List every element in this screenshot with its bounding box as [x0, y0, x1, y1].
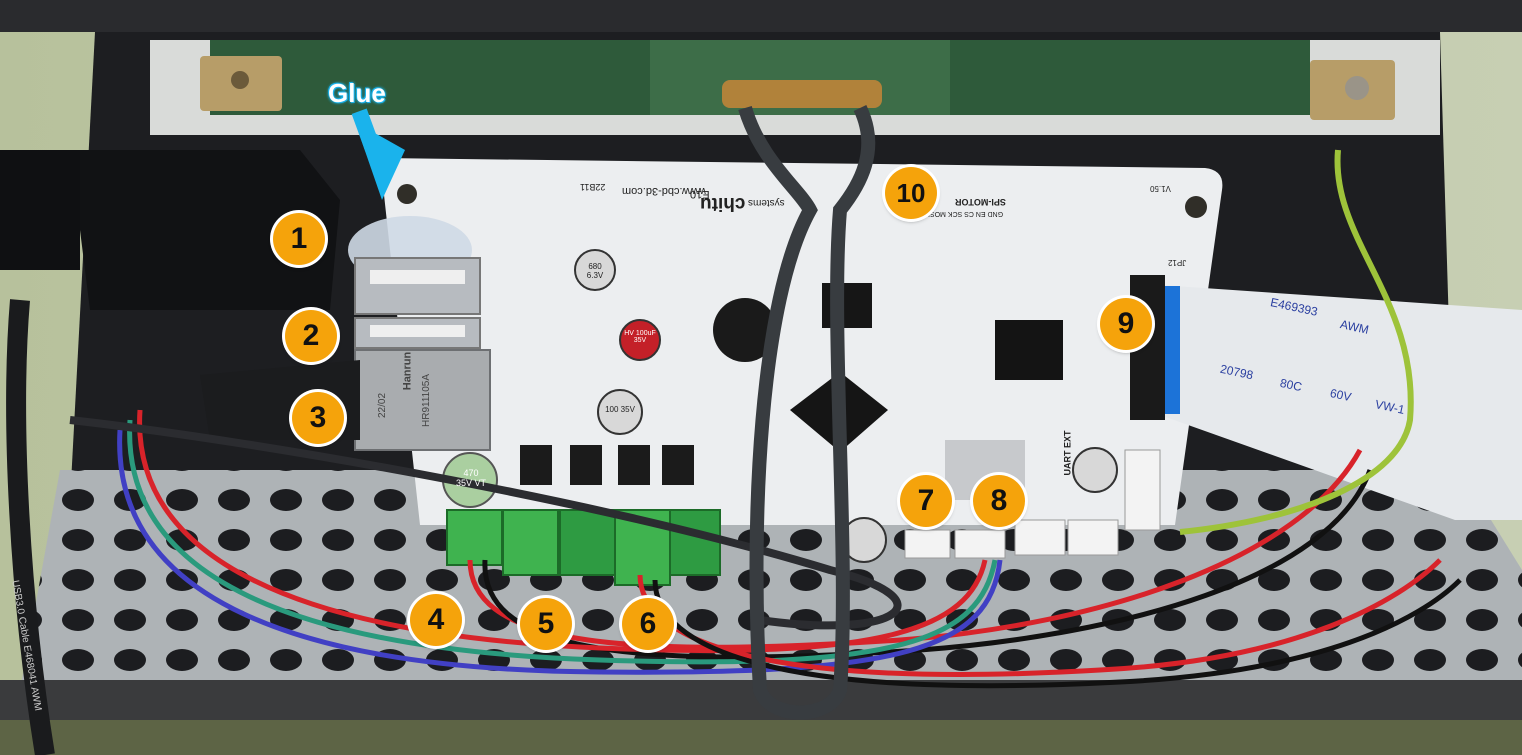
capacitor-100-label: 100 35V	[605, 405, 635, 414]
table-surface	[0, 720, 1522, 755]
callout-8: 8	[973, 475, 1025, 527]
ground-wire	[1179, 149, 1414, 535]
board-date-code: 22B11	[580, 182, 606, 192]
connector-7	[904, 529, 951, 559]
spi-motor-label: SPI-MOTOR	[955, 197, 1006, 207]
fpc-ribbon	[1160, 285, 1522, 520]
board-website: www.cbd-3d.com	[622, 185, 706, 197]
mosfet	[520, 445, 552, 485]
left-screw	[231, 71, 249, 89]
mosfet	[618, 445, 650, 485]
callout-10: 10	[885, 167, 937, 219]
board-standoff	[1185, 196, 1207, 218]
chip	[822, 283, 872, 328]
wire-black-2	[652, 578, 1462, 689]
connector	[1124, 449, 1161, 531]
capacitor-right	[1072, 447, 1118, 493]
connector-8	[954, 529, 1006, 559]
ethernet-jack	[354, 349, 491, 451]
usb-cable	[6, 299, 55, 755]
housing-top	[0, 0, 1522, 32]
terminal-block	[559, 509, 616, 576]
callout-5: 5	[520, 598, 572, 650]
capacitor-470-label: 470 35V VT	[455, 468, 486, 488]
display-cable	[738, 104, 876, 720]
callout-9: 9	[1100, 298, 1152, 350]
wire-blue	[117, 429, 1003, 675]
callout-3: 3	[292, 392, 344, 444]
usb-port-1	[354, 257, 481, 315]
glue-arrow-shaft	[351, 108, 381, 152]
mosfet	[662, 445, 694, 485]
usb-port-2-slot	[370, 325, 465, 337]
terminal-block-4	[446, 509, 503, 566]
board-version: V1.50	[1150, 184, 1171, 193]
capacitor-100	[597, 389, 643, 435]
wire-red-2	[137, 409, 988, 654]
fpc-ribbon-tab	[1162, 286, 1180, 414]
callout-1: 1	[273, 213, 325, 265]
usb-wifi-dongle	[70, 150, 340, 310]
connector	[1067, 519, 1119, 556]
right-nut	[1345, 76, 1369, 100]
callout-2: 2	[285, 310, 337, 362]
usb-plug-left	[0, 150, 80, 270]
wire-green	[127, 419, 998, 665]
capacitor-hv	[619, 319, 661, 361]
fpc-label: JP12	[1168, 258, 1187, 267]
board-standoff	[397, 184, 417, 204]
ethernet-part: HR911105A	[421, 374, 432, 427]
connector	[1014, 519, 1066, 556]
ethernet-brand: Hanrun	[401, 351, 414, 391]
terminal-block-5	[502, 509, 559, 576]
terminal-block	[669, 509, 721, 576]
mcu-chip	[995, 320, 1063, 380]
glue-label: Glue	[328, 78, 386, 108]
capacitor-hv-label: HV 100uF 35V	[624, 330, 656, 344]
callout-6: 6	[622, 598, 674, 650]
capacitor-680-label: 680 6.3V	[586, 262, 604, 280]
callout-4: 4	[410, 594, 462, 646]
spi-header-pins: GND EN CS SCK MOSI	[928, 210, 1004, 217]
uart-label: UART EXT	[1062, 430, 1073, 476]
display-cable-plug	[722, 80, 882, 108]
buzzer	[713, 298, 777, 362]
mosfet	[570, 445, 602, 485]
grey-cable	[69, 416, 902, 630]
ethernet-code: 22/02	[377, 392, 389, 419]
usb-port-1-slot	[370, 270, 465, 284]
board-brand-sub: systems	[748, 197, 785, 208]
capacitor-680	[574, 249, 616, 291]
callout-7: 7	[900, 475, 952, 527]
